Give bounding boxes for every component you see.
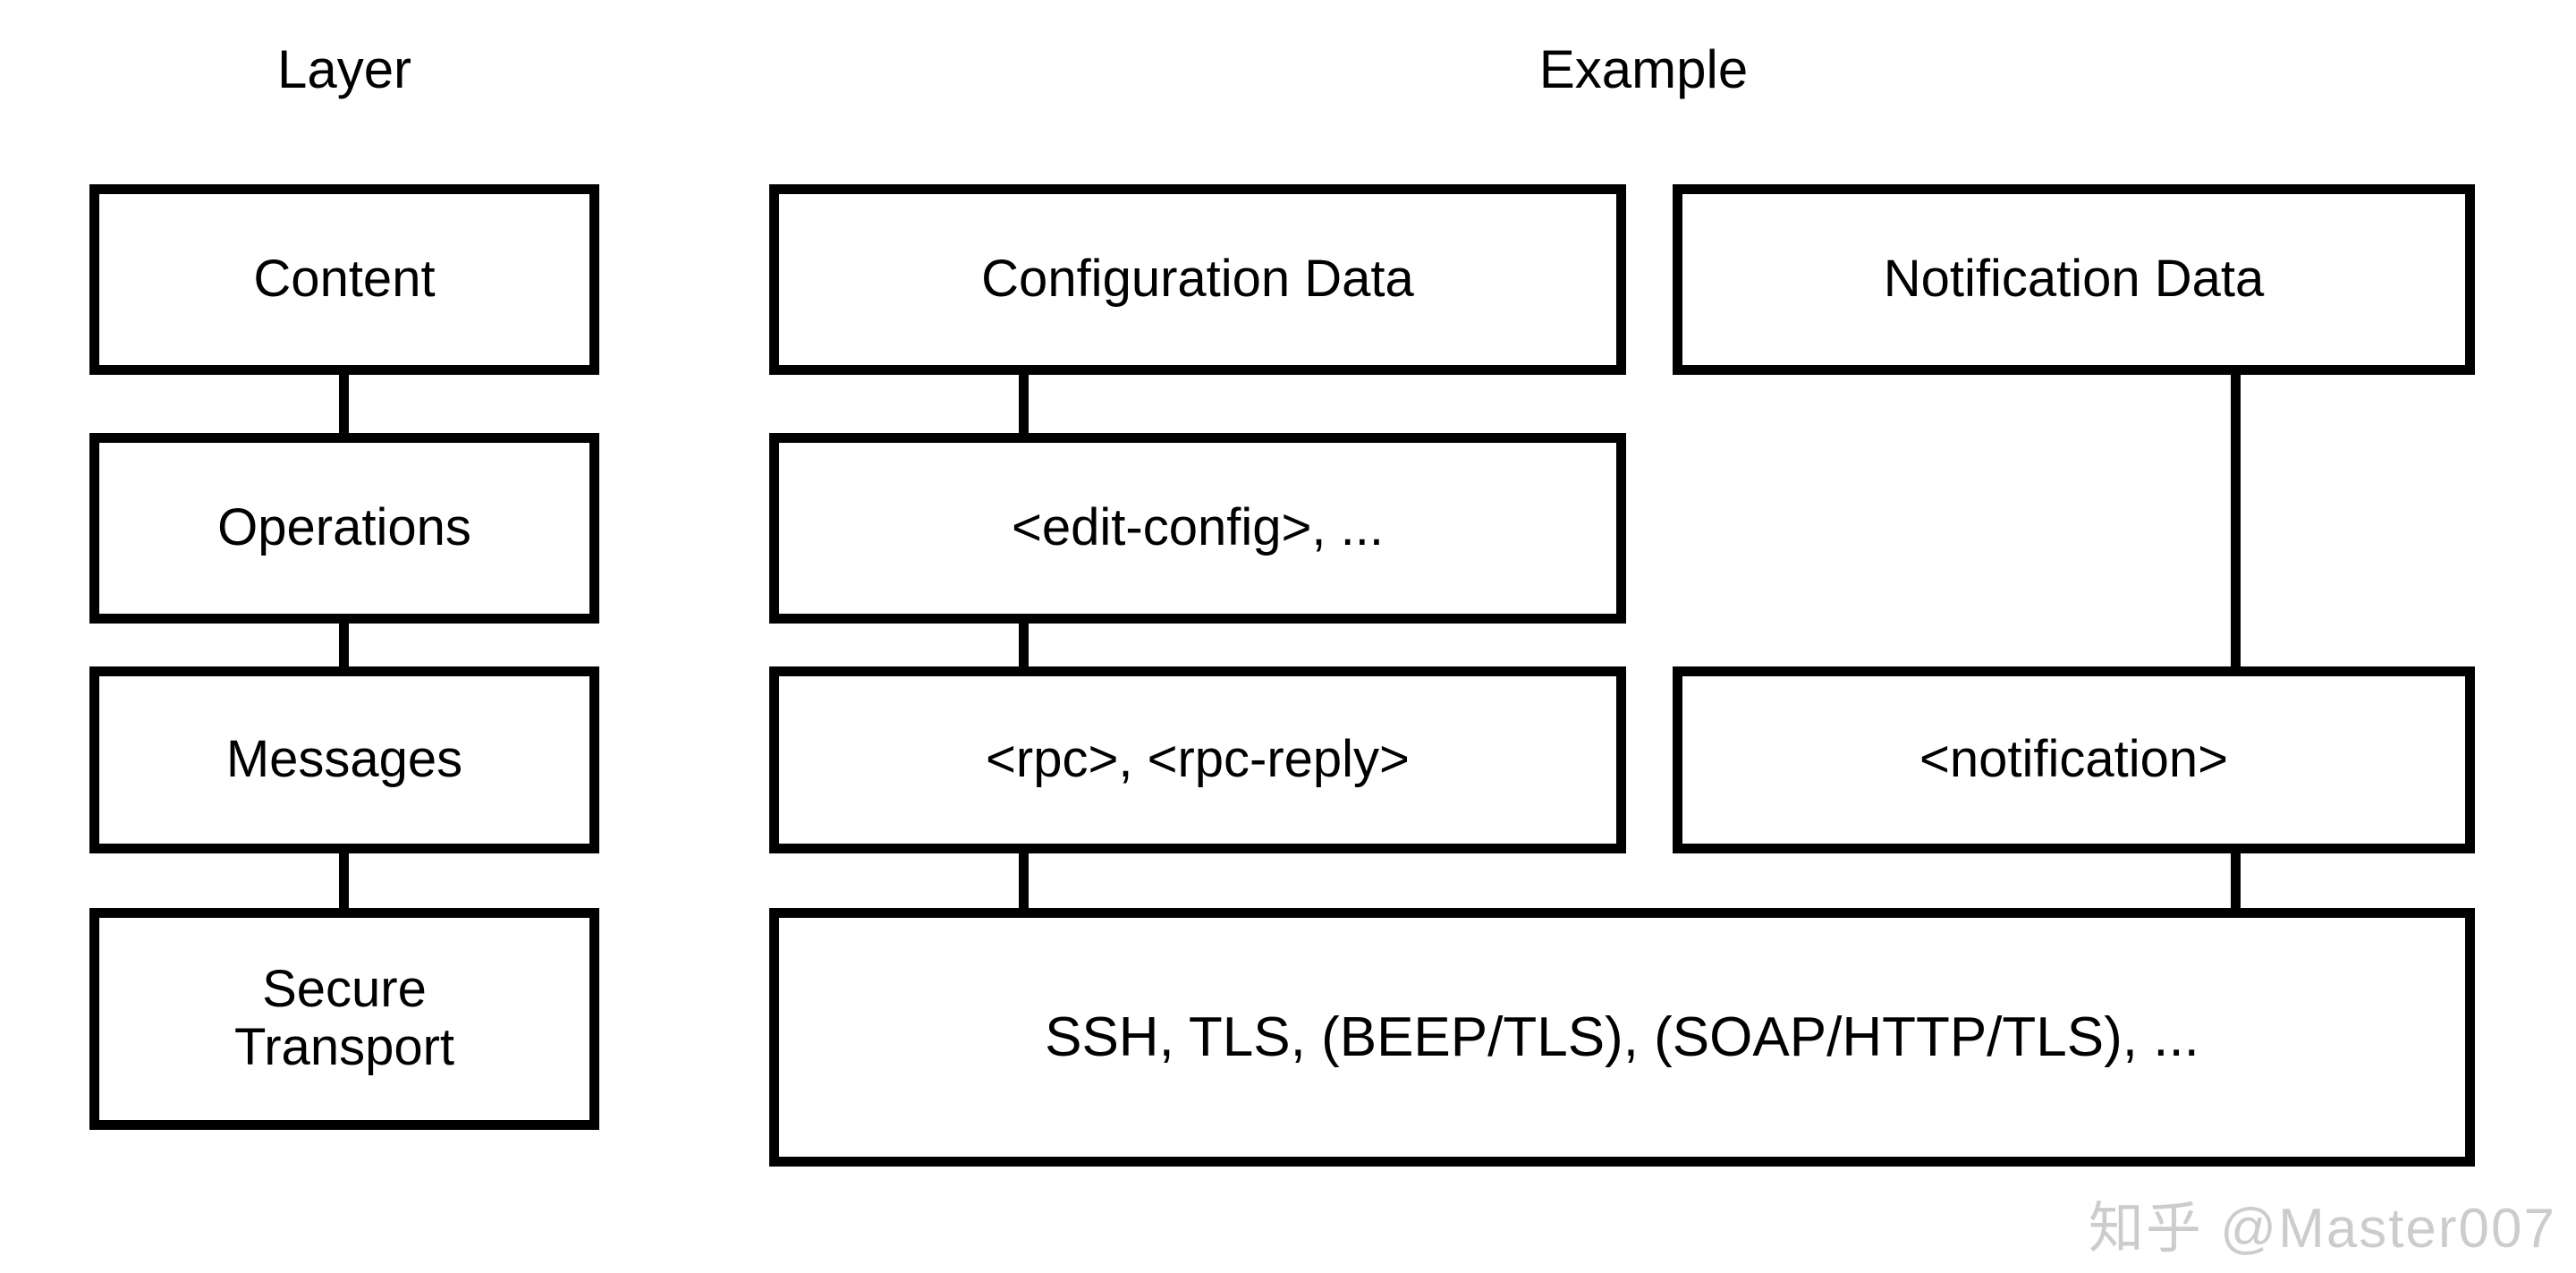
connector-edit-config-to-rpc [1019,624,1029,666]
example-box-secure-transport-label: SSH, TLS, (BEEP/TLS), (SOAP/HTTP/TLS), .… [1045,1006,2199,1068]
example-box-configuration-data: Configuration Data [769,184,1626,375]
layer-box-secure-transport: Secure Transport [89,908,599,1130]
example-box-notification: <notification> [1673,666,2475,853]
layer-box-content-label: Content [253,250,436,309]
example-box-rpc-label: <rpc>, <rpc-reply> [986,730,1410,789]
watermark: 知乎 @Master007 [2088,1198,2556,1260]
connector-configuration-data-to-edit-config [1019,375,1029,433]
column-header-example: Example [1538,39,1749,99]
example-box-notification-data: Notification Data [1673,184,2475,375]
layer-box-messages: Messages [89,666,599,853]
layer-box-messages-label: Messages [225,730,463,789]
example-box-configuration-data-label: Configuration Data [981,250,1414,309]
example-box-notification-data-label: Notification Data [1883,250,2265,309]
layer-box-operations-label: Operations [217,498,471,557]
example-box-secure-transport: SSH, TLS, (BEEP/TLS), (SOAP/HTTP/TLS), .… [769,908,2475,1167]
example-box-edit-config: <edit-config>, ... [769,433,1626,624]
layer-box-content: Content [89,184,599,375]
example-box-edit-config-label: <edit-config>, ... [1012,498,1384,557]
connector-operations-to-messages [339,624,349,666]
connector-notification-data-to-notification [2231,375,2241,666]
layer-box-secure-transport-label: Secure Transport [233,960,455,1076]
connector-rpc-to-secure-transport [1019,853,1029,908]
connector-messages-to-secure-transport [339,853,349,908]
example-box-notification-label: <notification> [1919,730,2229,789]
layer-box-operations: Operations [89,433,599,624]
column-header-layer: Layer [276,39,412,99]
example-box-rpc: <rpc>, <rpc-reply> [769,666,1626,853]
connector-content-to-operations [339,375,349,433]
connector-notification-to-secure-transport [2231,853,2241,908]
